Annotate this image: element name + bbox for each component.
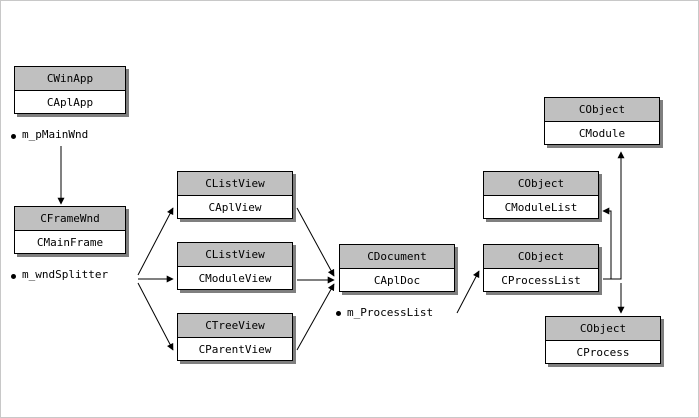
node-cwinapp: CWinApp CAplApp (14, 66, 126, 114)
arrow-processlist-member-to-processlist (456, 270, 480, 314)
member-main-wnd: m_pMainWnd (22, 128, 89, 141)
node-capldoc: CDocument CAplDoc (339, 244, 455, 292)
node-derived-label: CModule (578, 127, 626, 140)
member-dot (11, 134, 16, 139)
node-cprocesslist: CObject CProcessList (483, 244, 599, 292)
node-derived-label: CMainFrame (36, 236, 104, 249)
node-derived-label: CParentView (198, 343, 272, 356)
arrow-parentview-to-doc (296, 283, 335, 351)
node-base-label: CObject (546, 317, 660, 341)
node-derived-label: CModuleList (504, 201, 578, 214)
node-base-label: CObject (484, 245, 598, 269)
node-base-label: CListView (178, 172, 292, 196)
arrow-aplview-to-doc (296, 207, 335, 277)
node-base-label: CFrameWnd (15, 207, 125, 231)
node-caplview: CListView CAplView (177, 171, 293, 219)
node-cparentview: CTreeView CParentView (177, 313, 293, 361)
node-base-label: CObject (545, 98, 659, 122)
node-base-label: CDocument (340, 245, 454, 269)
member-dot (336, 311, 341, 316)
node-base-label: CWinApp (15, 67, 125, 91)
node-cmoduleview: CListView CModuleView (177, 242, 293, 290)
node-cprocess: CObject CProcess (545, 316, 661, 364)
node-derived-label: CModuleView (198, 272, 272, 285)
node-base-label: CObject (484, 172, 598, 196)
node-derived-label: CAplApp (46, 96, 94, 109)
arrow-processlist-to-modulelist (602, 207, 612, 279)
node-derived-label: CAplDoc (373, 274, 421, 287)
node-cframewnd: CFrameWnd CMainFrame (14, 206, 126, 254)
arrow-splitter-to-aplview (137, 207, 174, 276)
node-derived-label: CAplView (208, 201, 262, 214)
node-cmodule: CObject CModule (544, 97, 660, 145)
node-derived-label: CProcess (576, 346, 630, 359)
node-base-label: CListView (178, 243, 292, 267)
member-dot (11, 274, 16, 279)
node-cmodulelist: CObject CModuleList (483, 171, 599, 219)
member-process-list: m_ProcessList (347, 306, 434, 319)
node-base-label: CTreeView (178, 314, 292, 338)
node-derived-label: CProcessList (501, 274, 581, 287)
arrow-splitter-to-parentview (137, 282, 174, 351)
member-wnd-splitter: m_wndSplitter (22, 268, 109, 281)
arrow-processlist-to-module (603, 151, 625, 280)
